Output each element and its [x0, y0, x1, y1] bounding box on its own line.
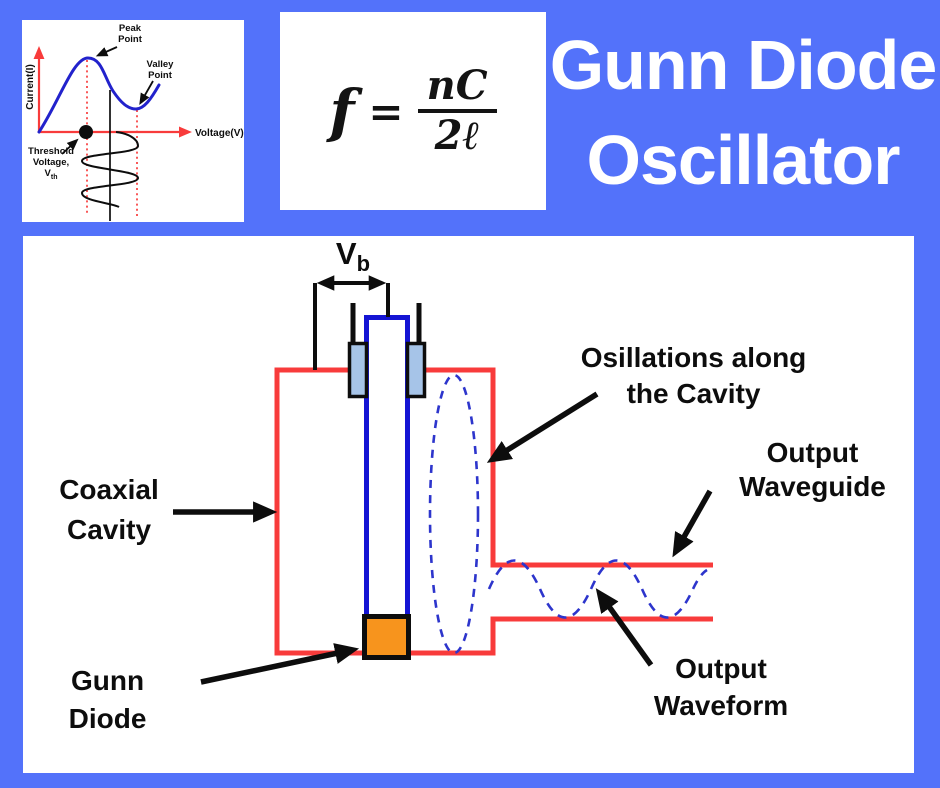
gunn-diode-arrow: [200, 643, 360, 685]
right-capacitor-plate: [405, 341, 427, 399]
output-waveguide-label: Output Waveguide: [739, 437, 886, 502]
current-axis-label: Current(I): [25, 64, 36, 110]
oscillator-diagram: Vb Osillations along the Cavity Output W…: [23, 236, 914, 773]
page-title-line2: Oscillator: [586, 121, 901, 199]
iv-curve: [37, 56, 161, 134]
output-waveform-label: Output Waveform: [653, 653, 789, 721]
bias-voltage-label: Vb: [335, 236, 371, 277]
peak-point-arrow: [95, 46, 118, 57]
valley-point-label: Valley Point: [146, 59, 174, 82]
valley-point-arrow: [139, 80, 154, 106]
left-capacitor-plate: [347, 341, 369, 399]
output-waveguide-arrow: [672, 489, 713, 558]
oscillations-label: Osillations along the Cavity: [580, 342, 807, 409]
page-title-line1: Gunn Diode: [549, 26, 938, 104]
peak-point-label: Peak Point: [118, 23, 142, 46]
formula-denominator: 2ℓ: [434, 111, 480, 159]
cavity-oscillation-ellipse: [428, 373, 480, 655]
oscillations-arrow: [486, 391, 599, 463]
formula-lhs: f: [329, 77, 355, 145]
threshold-voltage-dot: [79, 125, 93, 139]
formula-fraction: nC 2ℓ: [417, 65, 497, 159]
iv-characteristics-inset: Voltage(V) Current(I) Peak Point Valley …: [22, 20, 244, 222]
output-waveform-arrow: [595, 588, 654, 667]
frequency-formula-panel: f = nC 2ℓ: [280, 12, 546, 210]
coaxial-center-rod: [364, 315, 410, 619]
threshold-arrow: [61, 138, 79, 155]
annotation-arrows: [173, 391, 713, 685]
formula-numerator: nC: [417, 65, 497, 113]
iv-characteristics-chart: Voltage(V) Current(I): [25, 46, 244, 221]
formula-equals: =: [368, 86, 404, 136]
gunn-diode-label: Gunn Diode: [68, 665, 147, 734]
coaxial-cavity-label: Coaxial Cavity: [59, 474, 159, 545]
voltage-axis-label: Voltage(V): [195, 128, 244, 139]
threshold-voltage-label: Threshold Voltage, Vth: [28, 146, 74, 182]
bias-voltage-bracket: [313, 275, 390, 370]
output-waveform-sine: [487, 559, 708, 619]
gunn-diode-block: [362, 614, 411, 660]
oscillation-sine: [80, 131, 140, 208]
oscillator-diagram-drawing: [173, 275, 713, 685]
page-title: Gunn Diode Oscillator: [546, 18, 940, 208]
